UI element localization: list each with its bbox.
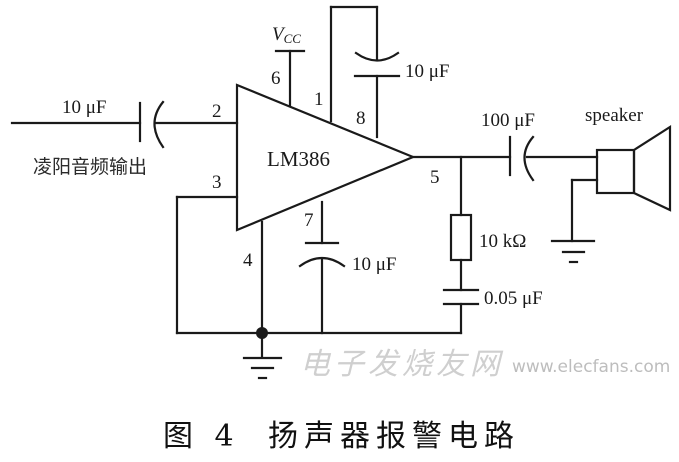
gain-loop-wire bbox=[329, 5, 379, 139]
zobel-resistor bbox=[449, 213, 473, 262]
output-capacitor bbox=[508, 135, 535, 182]
watermark-site-name: 电子发烧友网 bbox=[300, 347, 504, 382]
vcc-supply bbox=[274, 49, 306, 107]
output-capacitor-value: 100 μF bbox=[481, 110, 535, 131]
gain-capacitor-value: 10 μF bbox=[405, 61, 450, 82]
pin-8-label: 8 bbox=[356, 108, 366, 129]
pin-2-label: 2 bbox=[212, 101, 222, 122]
pin-1-label: 1 bbox=[314, 89, 324, 110]
figure-number: 图 4 bbox=[163, 419, 240, 454]
pin-6-label: 6 bbox=[271, 68, 281, 89]
zobel-capacitor-value: 0.05 μF bbox=[484, 288, 543, 309]
zobel-capacitor bbox=[442, 288, 480, 306]
watermark-url: www.elecfans.com bbox=[512, 357, 670, 377]
vcc-label: VCC bbox=[272, 24, 301, 46]
lm386-amplifier-symbol bbox=[235, 83, 416, 232]
bypass-capacitor-value: 10 μF bbox=[352, 254, 397, 275]
pin-3-label: 3 bbox=[212, 172, 222, 193]
junction-dot bbox=[256, 327, 268, 339]
zobel-resistor-value: 10 kΩ bbox=[479, 231, 526, 252]
pin-4-label: 4 bbox=[243, 250, 253, 271]
figure-title: 扬声器报警电路 bbox=[268, 419, 520, 454]
speaker-icon bbox=[595, 124, 672, 212]
chip-label: LM386 bbox=[267, 147, 330, 171]
pin-5-label: 5 bbox=[430, 167, 440, 188]
input-capacitor-value: 10 μF bbox=[62, 97, 107, 118]
speaker-label: speaker bbox=[585, 105, 644, 126]
bypass-capacitor bbox=[298, 241, 346, 268]
pin-3-wire bbox=[175, 195, 239, 335]
speaker-ground-wire bbox=[570, 178, 599, 243]
pin-7-label: 7 bbox=[304, 210, 314, 231]
speaker-ground-symbol bbox=[550, 239, 596, 264]
ground-symbol bbox=[242, 356, 283, 380]
input-source-label: 凌阳音频输出 bbox=[33, 156, 147, 178]
input-capacitor bbox=[138, 100, 165, 149]
gain-capacitor bbox=[353, 51, 401, 78]
